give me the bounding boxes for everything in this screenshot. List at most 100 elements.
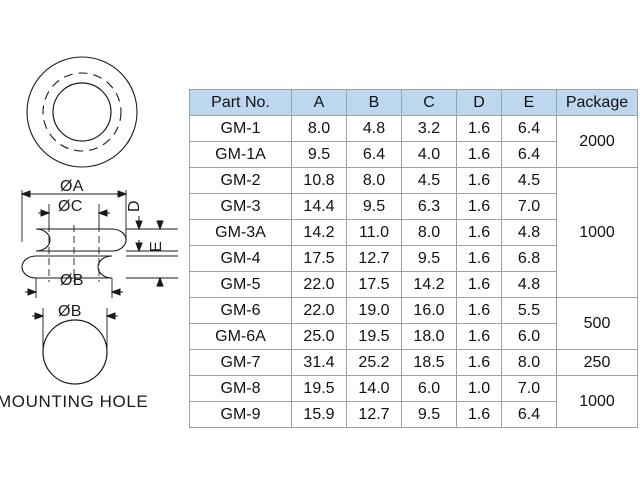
cell-d: 1.6 xyxy=(456,271,502,298)
dim-arrow-oc-left xyxy=(40,209,51,217)
cell-c: 18.0 xyxy=(401,323,457,350)
cell-part-no: GM-6 xyxy=(189,297,292,324)
cell-c: 9.5 xyxy=(401,245,457,272)
cell-e: 6.4 xyxy=(501,141,557,168)
cell-c: 6.3 xyxy=(401,193,457,220)
cell-c: 16.0 xyxy=(401,297,457,324)
dimension-label-thickness-d: D xyxy=(126,200,143,212)
cell-a: 10.8 xyxy=(291,167,347,194)
cell-d: 1.6 xyxy=(456,115,502,142)
cell-b: 12.7 xyxy=(346,401,402,428)
cell-e: 6.0 xyxy=(501,323,557,350)
top-view-inner-circle xyxy=(52,82,112,142)
cell-b: 19.5 xyxy=(346,323,402,350)
cell-e: 6.8 xyxy=(501,245,557,272)
cell-e: 4.8 xyxy=(501,271,557,298)
cell-b: 9.5 xyxy=(346,193,402,220)
cell-a: 9.5 xyxy=(291,141,347,168)
cell-c: 14.2 xyxy=(401,271,457,298)
column-header-d: D xyxy=(456,89,502,116)
cell-d: 1.6 xyxy=(456,193,502,220)
cell-e: 4.8 xyxy=(501,219,557,246)
dim-arrow-e-bottom xyxy=(156,276,164,287)
cell-part-no: GM-2 xyxy=(189,167,292,194)
dim-arrow-ob-right xyxy=(110,288,121,296)
cell-a: 31.4 xyxy=(291,349,347,376)
cell-b: 17.5 xyxy=(346,271,402,298)
grommet-top-view xyxy=(26,56,138,168)
cell-part-no: GM-3A xyxy=(189,219,292,246)
cell-part-no: GM-9 xyxy=(189,401,292,428)
cell-d: 1.0 xyxy=(456,375,502,402)
cell-b: 4.8 xyxy=(346,115,402,142)
column-header-part-no: Part No. xyxy=(189,89,292,116)
cell-part-no: GM-6A xyxy=(189,323,292,350)
cell-a: 22.0 xyxy=(291,271,347,298)
cell-b: 6.4 xyxy=(346,141,402,168)
cell-e: 6.4 xyxy=(501,115,557,142)
cell-part-no: GM-3 xyxy=(189,193,292,220)
cell-d: 1.6 xyxy=(456,219,502,246)
dim-arrow-d2 xyxy=(135,242,143,253)
cell-d: 1.6 xyxy=(456,349,502,376)
cell-c: 9.5 xyxy=(401,401,457,428)
cell-a: 15.9 xyxy=(291,401,347,428)
top-view-outer-circle xyxy=(26,56,138,168)
cell-part-no: GM-1A xyxy=(189,141,292,168)
column-header-a: A xyxy=(291,89,347,116)
cell-d: 1.6 xyxy=(456,167,502,194)
dimension-label-height-e: E xyxy=(148,241,165,252)
column-header-package: Package xyxy=(556,89,638,116)
column-header-b: B xyxy=(346,89,402,116)
cell-c: 6.0 xyxy=(401,375,457,402)
cell-e: 7.0 xyxy=(501,193,557,220)
cell-d: 1.6 xyxy=(456,245,502,272)
cell-b: 19.0 xyxy=(346,297,402,324)
dim-arrow-ob-left xyxy=(27,288,38,296)
section-upper-flange xyxy=(35,228,127,252)
cell-e: 8.0 xyxy=(501,349,557,376)
mh-dim-arrow-left xyxy=(34,312,45,320)
dim-arrow-oa-right xyxy=(117,190,128,198)
dimension-label-outer-diameter: ØA xyxy=(60,178,84,195)
mounting-hole-circle xyxy=(42,319,108,385)
cell-c: 4.5 xyxy=(401,167,457,194)
cell-package: 250 xyxy=(556,349,638,376)
cell-package: 1000 xyxy=(556,375,638,428)
cell-package: 500 xyxy=(556,297,638,350)
cell-c: 8.0 xyxy=(401,219,457,246)
cell-a: 8.0 xyxy=(291,115,347,142)
mounting-hole-caption: MOUNTING HOLE xyxy=(0,392,149,411)
dimension-label-groove-diameter: ØB xyxy=(60,272,84,289)
cell-a: 14.4 xyxy=(291,193,347,220)
dim-arrow-d xyxy=(135,220,143,231)
dim-arrow-e-top xyxy=(156,220,164,231)
cell-a: 22.0 xyxy=(291,297,347,324)
cell-b: 25.2 xyxy=(346,349,402,376)
dimension-label-inner-diameter: ØC xyxy=(58,198,83,215)
top-view-dashed-circle xyxy=(42,72,122,152)
grommet-cross-section-drawing xyxy=(20,190,178,298)
cell-b: 12.7 xyxy=(346,245,402,272)
mh-dim-arrow-right xyxy=(105,312,116,320)
cell-c: 3.2 xyxy=(401,115,457,142)
cell-part-no: GM-7 xyxy=(189,349,292,376)
cell-d: 1.6 xyxy=(456,401,502,428)
mounting-hole-drawing xyxy=(32,308,118,385)
cell-e: 4.5 xyxy=(501,167,557,194)
cell-d: 1.6 xyxy=(456,297,502,324)
cell-a: 17.5 xyxy=(291,245,347,272)
cell-part-no: GM-8 xyxy=(189,375,292,402)
